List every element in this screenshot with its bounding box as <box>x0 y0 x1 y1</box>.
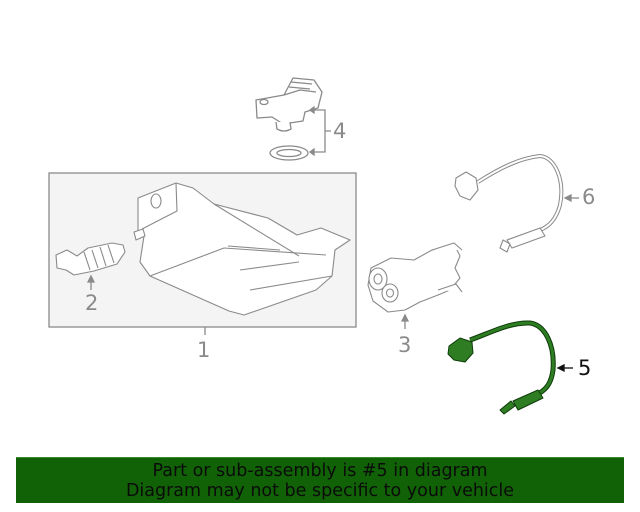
leader-2 <box>86 274 96 290</box>
banner-line-1: Part or sub-assembly is #5 in diagram <box>152 460 488 481</box>
leader-6 <box>563 193 579 203</box>
banner-line-2: Diagram may not be specific to your vehi… <box>125 480 515 501</box>
callout-3[interactable]: 3 <box>398 333 412 357</box>
part-3-vent-valve[interactable] <box>367 242 463 313</box>
callout-6[interactable]: 6 <box>582 185 596 209</box>
callout-4[interactable]: 4 <box>333 119 347 143</box>
part-1-canister[interactable] <box>133 182 351 316</box>
callout-5[interactable]: 5 <box>578 356 592 380</box>
leader-3 <box>400 313 410 329</box>
leader-5 <box>556 363 573 373</box>
info-banner: Part or sub-assembly is #5 in diagram Di… <box>16 457 624 503</box>
part-2-purge-valve[interactable] <box>55 242 126 276</box>
leader-4 <box>308 105 331 157</box>
part-4-pressure-sensor[interactable] <box>255 77 323 161</box>
part-6-oxygen-sensor[interactable] <box>454 154 564 253</box>
callout-2[interactable]: 2 <box>85 291 99 315</box>
part-5-oxygen-sensor[interactable] <box>447 320 556 415</box>
callout-1[interactable]: 1 <box>197 338 211 362</box>
